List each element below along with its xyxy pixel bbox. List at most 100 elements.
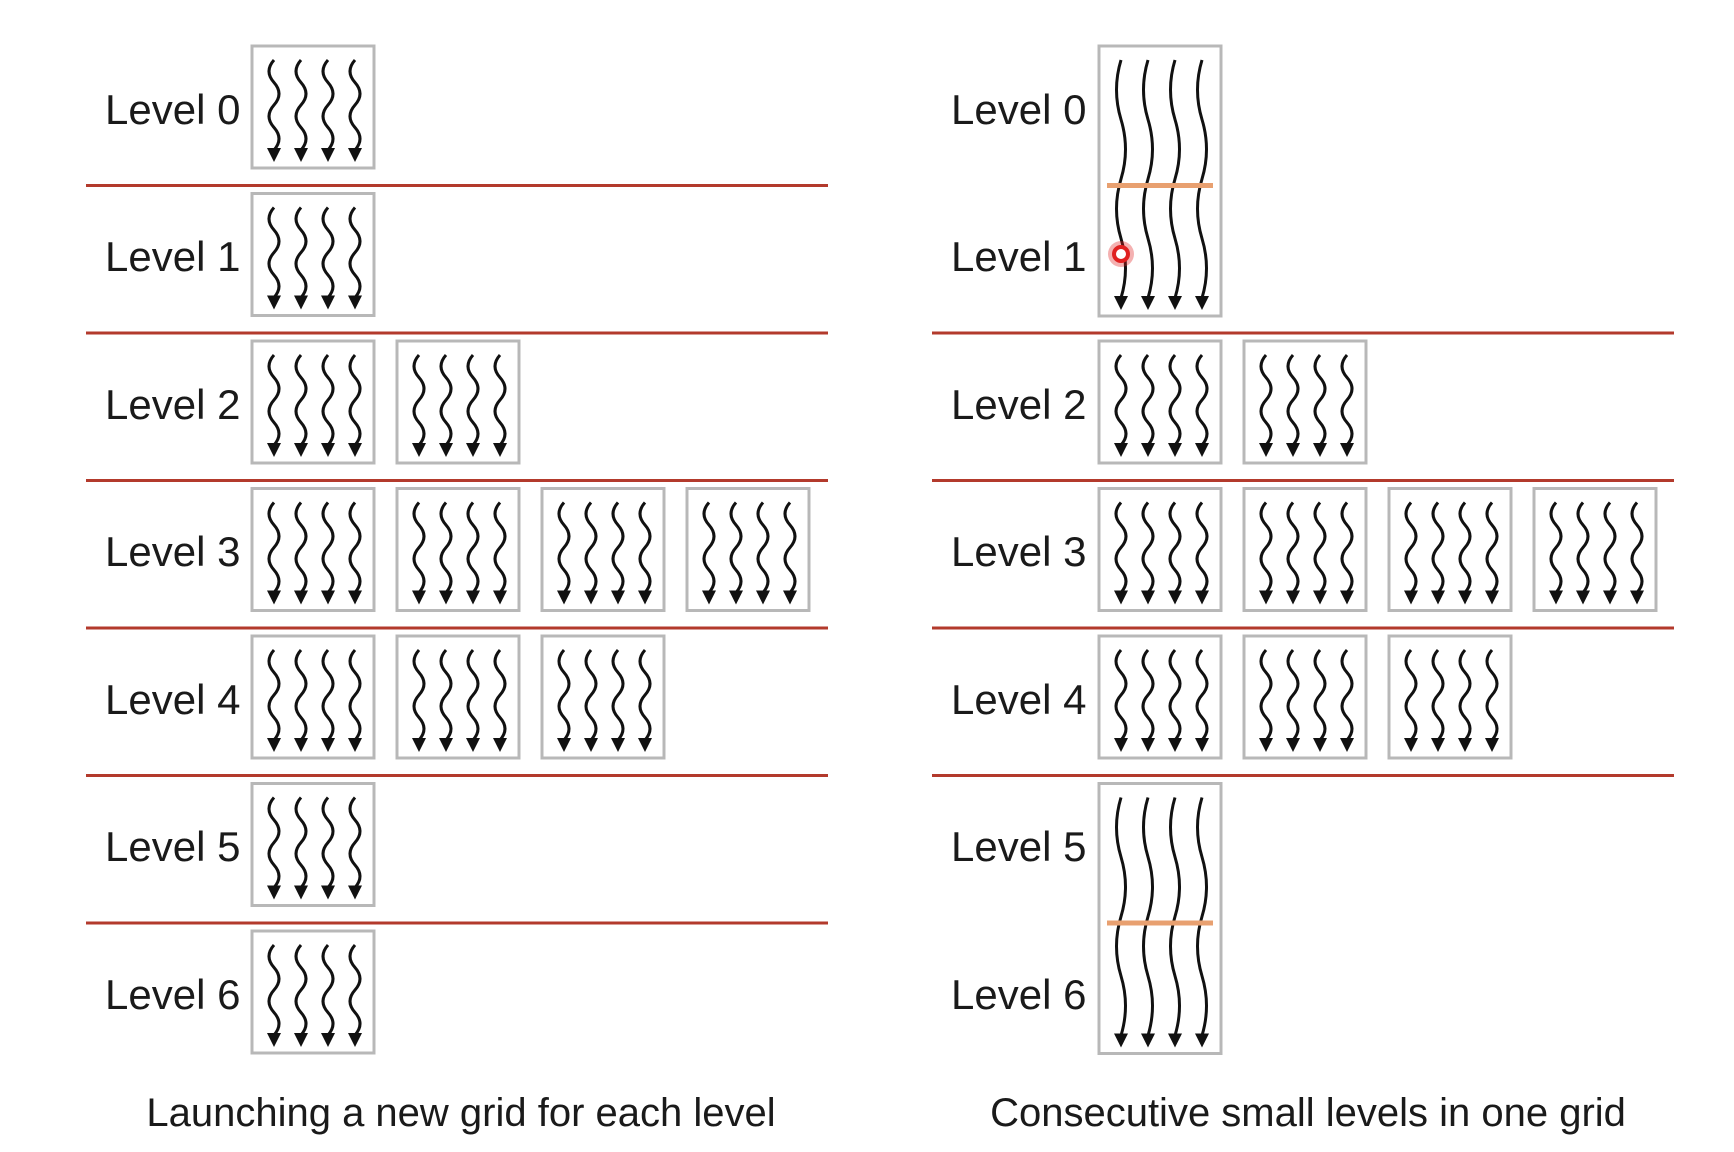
thread-line (756, 501, 770, 594)
thread-arrowhead (294, 590, 308, 605)
thread-block (250, 339, 376, 465)
thread-arrowhead (1141, 738, 1155, 752)
thread-arrowhead (557, 590, 571, 605)
thread-line (1340, 649, 1354, 741)
thread-arrowhead (321, 738, 335, 752)
thread-arrowhead (1141, 1033, 1155, 1048)
thread-arrowhead (584, 590, 598, 605)
thread-block (250, 192, 376, 317)
thread-line (321, 501, 335, 594)
thread-arrowhead (267, 148, 281, 162)
thread-arrowhead (1114, 296, 1128, 310)
thread-arrowhead (439, 590, 453, 605)
thread-line (1169, 797, 1181, 1036)
thread-line (267, 649, 281, 741)
thread-line (348, 59, 362, 151)
thread-arrowhead (1404, 738, 1418, 752)
thread-arrowhead (1168, 738, 1182, 752)
left-level-label: Level 6 (105, 970, 241, 1018)
thread-block (1097, 634, 1223, 760)
thread-line (702, 501, 716, 594)
thread-block (1387, 487, 1513, 612)
thread-line (493, 501, 507, 594)
thread-arrowhead (439, 738, 453, 752)
thread-line (267, 796, 281, 889)
thread-arrowhead (412, 590, 426, 605)
thread-line (1141, 354, 1155, 446)
thread-line (1286, 649, 1300, 741)
thread-arrowhead (439, 443, 453, 457)
thread-arrowhead (611, 590, 625, 605)
thread-line (294, 501, 308, 594)
thread-line (1340, 354, 1354, 446)
thread-line (1115, 797, 1127, 1036)
thread-line (1576, 501, 1590, 594)
thread-block (250, 634, 376, 760)
thread-line (294, 59, 308, 151)
thread-line (1630, 501, 1644, 594)
thread-arrowhead (348, 590, 362, 605)
thread-arrowhead (412, 738, 426, 752)
thread-arrowhead (1431, 738, 1445, 752)
thread-arrowhead (348, 738, 362, 752)
thread-arrowhead (1431, 590, 1445, 605)
thread-arrowhead (1168, 590, 1182, 605)
thread-line (584, 501, 598, 594)
thread-arrowhead (267, 590, 281, 605)
left-level-label: Level 4 (105, 675, 241, 723)
thread-line (1259, 354, 1273, 446)
thread-arrowhead (1630, 590, 1644, 605)
thread-arrowhead (1549, 590, 1563, 605)
thread-arrowhead (321, 148, 335, 162)
thread-arrowhead (294, 885, 308, 900)
thread-line (638, 649, 652, 741)
right-level-label: Level 6 (951, 970, 1087, 1018)
thread-arrowhead (1404, 590, 1418, 605)
thread-arrowhead (1340, 590, 1354, 605)
thread-arrowhead (557, 738, 571, 752)
thread-arrowhead (702, 590, 716, 605)
left-level-label: Level 2 (105, 380, 241, 428)
thread-line (348, 354, 362, 446)
thread-arrowhead (348, 295, 362, 310)
thread-line (321, 944, 335, 1036)
thread-line (466, 649, 480, 741)
thread-arrowhead (1485, 738, 1499, 752)
thread-arrowhead (348, 148, 362, 162)
thread-arrowhead (321, 1033, 335, 1047)
thread-line (294, 796, 308, 889)
thread-arrowhead (294, 443, 308, 457)
thread-arrowhead (348, 885, 362, 900)
thread-line (1458, 649, 1472, 741)
thread-line (439, 354, 453, 446)
thread-arrowhead (267, 1033, 281, 1047)
thread-line (1114, 501, 1128, 594)
thread-block (1242, 487, 1368, 612)
thread-line (294, 206, 308, 299)
thread-arrowhead (1195, 738, 1209, 752)
thread-arrowhead (493, 443, 507, 457)
thread-arrowhead (267, 738, 281, 752)
thread-block (685, 487, 811, 612)
cursor-highlight-dot (1108, 241, 1134, 267)
thread-line (1196, 59, 1208, 299)
thread-line (1168, 649, 1182, 741)
thread-block (1532, 487, 1658, 612)
thread-line (611, 501, 625, 594)
thread-block (1097, 339, 1223, 465)
thread-arrowhead (1313, 590, 1327, 605)
thread-line (783, 501, 797, 594)
thread-arrowhead (1114, 1033, 1128, 1048)
thread-line (1431, 649, 1445, 741)
thread-line (466, 501, 480, 594)
thread-line (1485, 501, 1499, 594)
thread-line (439, 501, 453, 594)
thread-block (1242, 634, 1368, 760)
thread-line (412, 649, 426, 741)
thread-arrowhead (638, 590, 652, 605)
thread-arrowhead (348, 443, 362, 457)
thread-line (611, 649, 625, 741)
thread-line (1313, 649, 1327, 741)
thread-arrowhead (1114, 738, 1128, 752)
